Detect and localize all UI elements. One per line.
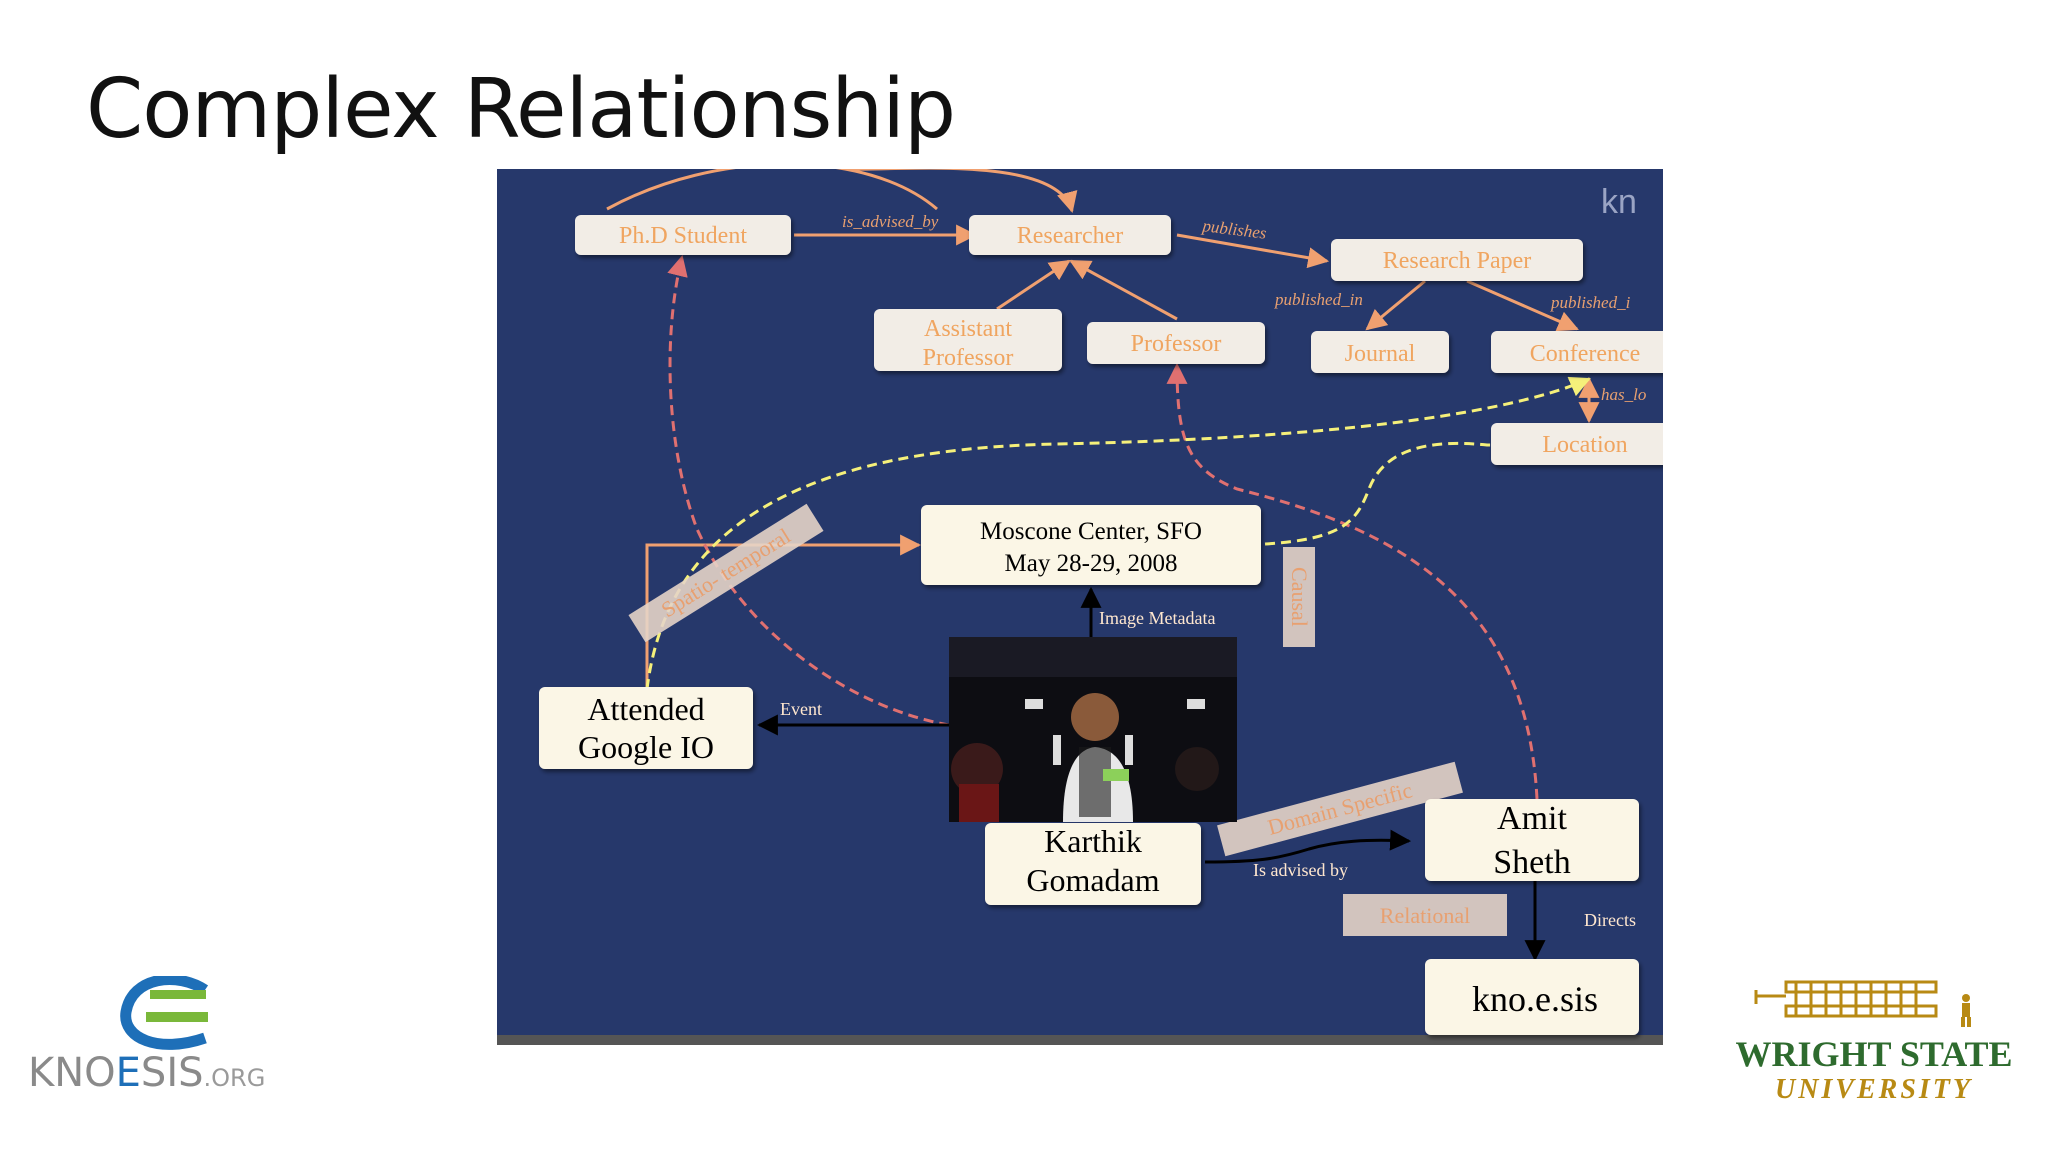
wright-state-logo: WRIGHT STATE UNIVERSITY <box>1735 970 2013 1110</box>
svg-text:Professor: Professor <box>923 345 1014 371</box>
tag-relational: Relational <box>1343 894 1507 936</box>
figure-icon <box>1961 994 1971 1027</box>
label-has-location: has_lo <box>1601 385 1646 404</box>
node-amit-sheth: Amit Sheth <box>1425 799 1639 881</box>
svg-text:Causal: Causal <box>1287 567 1312 627</box>
svg-text:Location: Location <box>1542 432 1627 458</box>
svg-text:kno.e.sis: kno.e.sis <box>1472 979 1598 1019</box>
edge-top-arc-2 <box>846 169 1078 214</box>
black-edges <box>756 586 1546 962</box>
svg-text:Google IO: Google IO <box>578 729 714 765</box>
node-knoesis: kno.e.sis <box>1425 959 1639 1035</box>
wright-flyer-icon <box>1754 980 1938 1018</box>
instance-edge-labels: Image Metadata Event Is advised by Direc… <box>780 608 1636 930</box>
svg-text:Conference: Conference <box>1530 341 1641 367</box>
svg-text:Professor: Professor <box>1131 331 1222 357</box>
wright-state-line2: UNIVERSITY <box>1775 1074 1973 1105</box>
svg-text:Ph.D Student: Ph.D Student <box>619 223 747 249</box>
diagram-bottom-border <box>497 1035 1663 1045</box>
node-conference: Conference <box>1491 331 1663 373</box>
svg-text:Journal: Journal <box>1345 341 1416 367</box>
svg-text:Relational: Relational <box>1380 903 1470 928</box>
corner-text: kn <box>1601 183 1637 221</box>
svg-text:Assistant: Assistant <box>924 316 1012 342</box>
node-research-paper: Research Paper <box>1331 239 1583 281</box>
label-event: Event <box>780 699 822 719</box>
label-directs: Directs <box>1584 910 1636 930</box>
relationship-diagram: kn is_advised_by publishes published_in … <box>497 169 1663 1046</box>
ontology-nodes: Ph.D Student Researcher Research Paper A… <box>575 215 1663 465</box>
node-assistant-professor: Assistant Professor <box>874 309 1062 371</box>
knoesis-e-icon <box>120 974 209 1050</box>
node-moscone-center: Moscone Center, SFO May 28-29, 2008 <box>921 505 1261 585</box>
svg-text:Moscone Center, SFO: Moscone Center, SFO <box>980 518 1202 545</box>
edge-asstprof-to-researcher <box>996 259 1071 311</box>
node-phd-student: Ph.D Student <box>575 215 791 255</box>
edge-paper-to-conference <box>1466 279 1579 332</box>
edge-moscone-to-location <box>1264 434 1542 546</box>
dashed-edges <box>645 254 1591 800</box>
edge-top-arc <box>606 169 938 211</box>
svg-text:Sheth: Sheth <box>1493 844 1570 881</box>
svg-text:Amit: Amit <box>1497 800 1567 837</box>
ontology-edges <box>606 169 1600 689</box>
edge-karthik-to-phd <box>667 254 950 727</box>
edge-paper-to-journal <box>1365 279 1426 331</box>
label-image-metadata: Image Metadata <box>1099 608 1215 628</box>
person-photo <box>949 637 1237 822</box>
svg-text:Researcher: Researcher <box>1017 223 1124 249</box>
label-published-in-right: published_i <box>1550 293 1631 312</box>
svg-text:Research Paper: Research Paper <box>1383 248 1532 274</box>
wright-state-line1: WRIGHT STATE <box>1736 1034 2012 1074</box>
svg-text:Attended: Attended <box>587 691 704 727</box>
svg-text:Karthik: Karthik <box>1044 823 1142 859</box>
node-attended-google-io: Attended Google IO <box>539 687 753 769</box>
edge-karthik-to-amit <box>1204 829 1412 864</box>
instance-nodes: Moscone Center, SFO May 28-29, 2008 Atte… <box>539 505 1639 1035</box>
tag-causal: Causal <box>1283 547 1315 647</box>
node-karthik-gomadam: Karthik Gomadam <box>985 823 1201 905</box>
node-professor: Professor <box>1087 322 1265 364</box>
label-is-advised-by-2: Is advised by <box>1253 860 1348 880</box>
slide-title: Complex Relationship <box>86 62 956 157</box>
node-journal: Journal <box>1311 331 1449 373</box>
svg-text:Gomadam: Gomadam <box>1026 862 1159 898</box>
edge-amit-to-professor <box>1166 362 1539 800</box>
svg-text:May 28-29, 2008: May 28-29, 2008 <box>1005 550 1178 577</box>
edge-prof-to-researcher <box>1069 259 1178 321</box>
node-location: Location <box>1491 423 1663 465</box>
label-published-in-left: published_in <box>1274 290 1363 309</box>
node-researcher: Researcher <box>969 215 1171 255</box>
knoesis-name: KNOESIS.ORG <box>28 1050 265 1096</box>
knoesis-logo: KNOESIS.ORG <box>28 974 308 1096</box>
label-is-advised-by: is_advised_by <box>842 212 939 231</box>
edge-researcher-to-paper <box>1176 233 1330 269</box>
